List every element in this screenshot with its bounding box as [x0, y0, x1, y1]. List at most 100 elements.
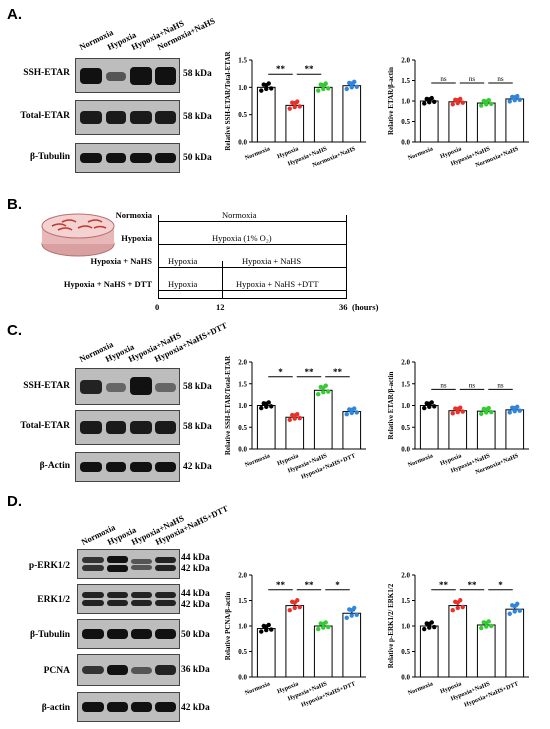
data-point [321, 390, 326, 395]
data-point [427, 621, 432, 627]
timeline-bar [158, 221, 346, 222]
data-point [507, 410, 512, 415]
y-tick-label: 0.5 [238, 111, 247, 119]
blot-label: β-Tubulin [29, 152, 70, 162]
data-point [489, 409, 494, 415]
data-point [479, 103, 484, 108]
timeline-tick [158, 215, 159, 299]
data-point [484, 620, 489, 626]
kda-label: 42 kDa [181, 564, 210, 574]
data-point [422, 101, 427, 106]
blot-label: p-ERK1/2 [28, 561, 70, 571]
significance-label: ns [440, 381, 447, 389]
x-tick-label: Normoxia [244, 680, 271, 696]
significance-label: ** [276, 64, 286, 74]
bar [342, 85, 362, 143]
data-point [427, 97, 432, 102]
data-point [269, 404, 274, 409]
bar [419, 405, 439, 450]
data-point [259, 629, 264, 634]
bar [476, 102, 496, 143]
bar [313, 625, 333, 678]
y-axis-label: Relative ETAR/β-actin [387, 371, 395, 439]
western-blot-image [75, 410, 180, 445]
blot-label: SSH-ETAR [23, 381, 70, 391]
data-point [455, 605, 460, 611]
significance-label: ns [440, 75, 447, 83]
data-point [455, 409, 460, 415]
y-tick-label: 0.0 [401, 446, 410, 454]
x-tick-label: Normoxia [407, 452, 434, 468]
blot-bands [82, 665, 176, 675]
bar [476, 624, 496, 678]
data-point [512, 603, 517, 609]
blot-bands [80, 377, 176, 395]
panel-label-b: B. [7, 196, 22, 213]
x-tick-label: Normoxia [244, 452, 271, 468]
significance-label: ** [333, 367, 343, 377]
western-blot-image [77, 654, 180, 686]
timeline-segment: Hypoxia [168, 279, 198, 289]
bar [256, 628, 276, 678]
data-point [264, 82, 269, 88]
data-point [432, 624, 437, 630]
timeline-row-label: Hypoxia [121, 233, 152, 243]
data-point [287, 417, 292, 423]
data-point [321, 621, 326, 627]
timeline-bar [158, 267, 346, 268]
y-axis-label: Relative SSH-ETAR/Total-ETAR [224, 50, 232, 150]
y-tick-label: 0.5 [238, 648, 247, 656]
data-point [450, 102, 455, 107]
bar [256, 86, 276, 143]
y-tick-label: 0.0 [401, 139, 410, 147]
western-blot-image [75, 58, 180, 93]
blot-label: Total-ETAR [20, 111, 70, 121]
significance-label: ** [305, 367, 315, 377]
data-point [264, 624, 269, 629]
kda-label: 58 kDa [183, 382, 212, 392]
data-point [422, 626, 427, 632]
data-point [264, 86, 269, 92]
bar [285, 416, 305, 450]
western-blot-image [75, 100, 180, 135]
x-tick-label: Normoxia [407, 145, 434, 161]
significance-label: * [335, 580, 340, 590]
y-tick-label: 0.5 [401, 648, 410, 656]
data-point [297, 104, 302, 109]
y-tick-label: 2.0 [401, 57, 410, 65]
y-tick-label: 1.5 [238, 380, 247, 388]
timeline-row-label: Normoxia [115, 210, 152, 220]
significance-label: ** [305, 64, 315, 74]
data-point [326, 86, 331, 91]
timeline-tick-label: 36 [339, 302, 348, 312]
significance-label: ns [469, 381, 476, 389]
data-point [450, 411, 455, 416]
bar [285, 104, 305, 143]
data-point [432, 404, 437, 409]
blot-label: β-Actin [39, 461, 70, 471]
data-point [297, 604, 302, 610]
y-tick-label: 1.5 [401, 380, 410, 388]
y-axis-label: Relative PCNA/β-actin [224, 592, 232, 661]
data-point [287, 106, 292, 111]
kda-label: 42 kDa [183, 462, 212, 472]
bar [476, 410, 496, 450]
data-point [316, 88, 321, 93]
data-point [297, 415, 302, 421]
bar [313, 389, 333, 450]
timeline-axis [158, 298, 346, 299]
data-point [349, 410, 354, 416]
data-point [264, 627, 269, 633]
blot-label: ERK1/2 [37, 595, 70, 605]
kda-label: 44 kDa [181, 589, 210, 599]
bar [256, 405, 276, 450]
timeline-segment: Hypoxia (1% O₂) [212, 233, 272, 243]
bar [313, 86, 333, 143]
kda-label: 44 kDa [181, 553, 210, 563]
data-point [460, 604, 465, 610]
data-point [512, 609, 517, 614]
western-blot-image [75, 452, 180, 482]
blot-label: PCNA [43, 666, 70, 676]
